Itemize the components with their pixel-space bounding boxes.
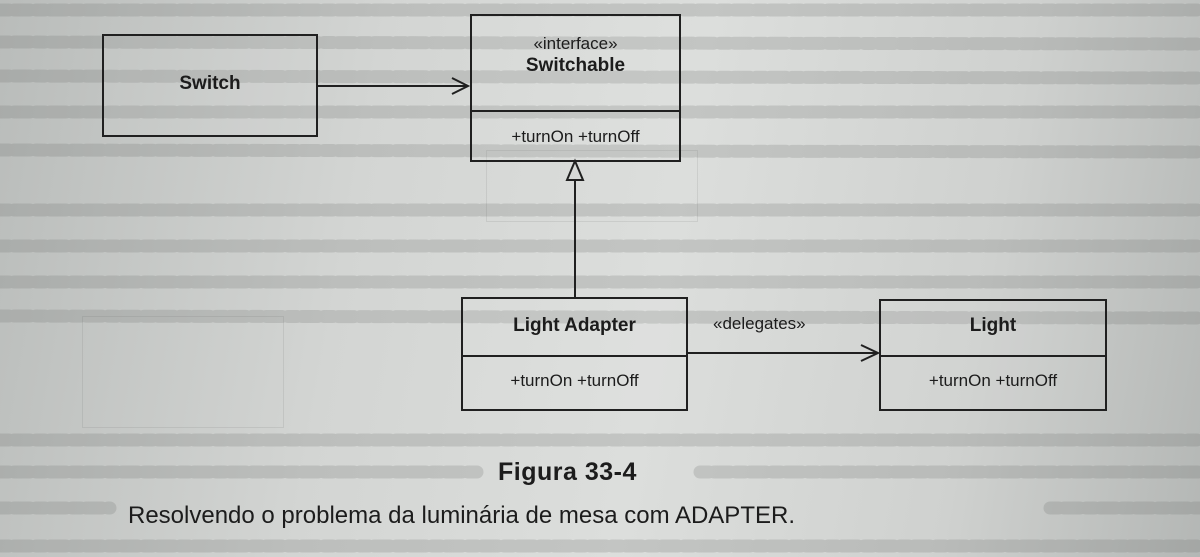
light-adapter-operations: +turnOn +turnOff	[510, 371, 639, 390]
show-through-box	[82, 316, 284, 428]
show-through-box	[486, 150, 698, 222]
switch-class: Switch	[102, 34, 318, 137]
switchable-interface: «interface» Switchable +turnOn +turnOff	[470, 14, 681, 162]
association-arrowhead	[451, 77, 471, 95]
switch-class-name: Switch	[179, 73, 241, 94]
realization-triangle	[565, 158, 585, 181]
figure-caption: Resolvendo o problema da luminária de me…	[128, 502, 795, 529]
light-class-name: Light	[969, 315, 1017, 336]
light-adapter-class-name: Light Adapter	[513, 315, 636, 336]
delegates-arrowhead	[860, 344, 881, 362]
light-operations: +turnOn +turnOff	[928, 371, 1058, 390]
light-adapter-class: Light Adapter +turnOn +turnOff	[461, 297, 688, 411]
switchable-operations: +turnOn +turnOff	[511, 127, 640, 146]
figure-number: Figura 33-4	[498, 458, 637, 486]
switchable-class-name: Switchable	[525, 55, 626, 76]
light-class: Light +turnOn +turnOff	[879, 299, 1107, 411]
class-divider	[463, 355, 686, 357]
class-divider	[881, 355, 1105, 357]
delegates-label: «delegates»	[713, 314, 806, 333]
interface-stereotype: «interface»	[533, 34, 618, 53]
class-divider	[472, 110, 679, 112]
